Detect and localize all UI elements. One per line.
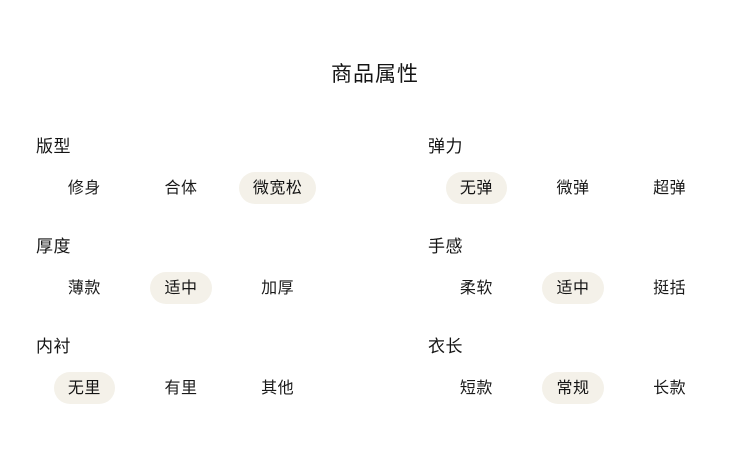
attribute-option-list: 短款 常规 长款 — [428, 372, 718, 404]
attribute-grid: 版型 修身 合体 微宽松 弹力 无弹 微弹 超弹 厚度 薄款 适中 加厚 — [0, 136, 750, 436]
attribute-option-list: 无里 有里 其他 — [36, 372, 326, 404]
attribute-option-selected[interactable]: 微宽松 — [238, 172, 317, 204]
attribute-option[interactable]: 超弹 — [653, 178, 687, 197]
attribute-option[interactable]: 合体 — [164, 178, 198, 197]
attribute-option[interactable]: 长款 — [653, 378, 687, 397]
attribute-group-houdu: 厚度 薄款 适中 加厚 — [0, 236, 396, 336]
attribute-option[interactable]: 加厚 — [261, 278, 295, 297]
attribute-option[interactable]: 微弹 — [556, 178, 590, 197]
attribute-option[interactable]: 其他 — [261, 378, 295, 397]
attribute-label: 手感 — [428, 237, 463, 257]
attribute-option-list: 薄款 适中 加厚 — [36, 272, 326, 304]
attribute-option[interactable]: 有里 — [164, 378, 198, 397]
attribute-label: 厚度 — [36, 237, 71, 257]
attribute-option[interactable]: 挺括 — [653, 278, 687, 297]
attribute-option-selected[interactable]: 常规 — [542, 372, 604, 404]
attribute-group-banxing: 版型 修身 合体 微宽松 — [0, 136, 396, 236]
attribute-group-danli: 弹力 无弹 微弹 超弹 — [396, 136, 750, 236]
attribute-label: 衣长 — [428, 337, 463, 357]
attribute-option[interactable]: 短款 — [459, 378, 493, 397]
attribute-option[interactable]: 柔软 — [459, 278, 493, 297]
attribute-option-selected[interactable]: 无里 — [53, 372, 115, 404]
attribute-option-selected[interactable]: 适中 — [542, 272, 604, 304]
attribute-group-yichang: 衣长 短款 常规 长款 — [396, 336, 750, 436]
attribute-option-selected[interactable]: 适中 — [150, 272, 212, 304]
attribute-option[interactable]: 修身 — [67, 178, 101, 197]
attribute-label: 弹力 — [428, 137, 463, 157]
attribute-label: 内衬 — [36, 337, 71, 357]
page-title: 商品属性 — [331, 62, 419, 86]
attribute-option-selected[interactable]: 无弹 — [445, 172, 507, 204]
attribute-option-list: 无弹 微弹 超弹 — [428, 172, 718, 204]
attribute-group-shougan: 手感 柔软 适中 挺括 — [396, 236, 750, 336]
attribute-option-list: 修身 合体 微宽松 — [36, 172, 326, 204]
attribute-option-list: 柔软 适中 挺括 — [428, 272, 718, 304]
attribute-label: 版型 — [36, 137, 71, 157]
attribute-group-neichen: 内衬 无里 有里 其他 — [0, 336, 396, 436]
attribute-option[interactable]: 薄款 — [67, 278, 101, 297]
